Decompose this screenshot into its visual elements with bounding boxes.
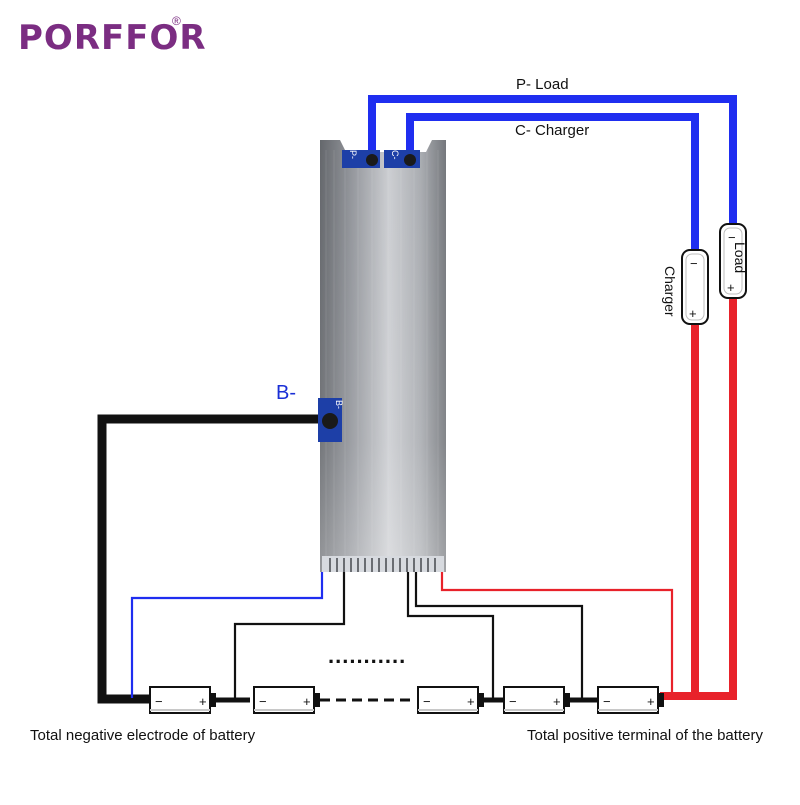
balance-lead-4 [414, 572, 584, 698]
balance-lead-last [440, 572, 674, 698]
cell-5-minus: − [603, 694, 611, 709]
cell-4-plus: + [553, 694, 561, 709]
load-device [719, 223, 747, 299]
load-label: Load [732, 242, 748, 274]
c-minus-charger-label: C- Charger [515, 122, 590, 139]
total-negative-label: Total negative electrode of battery [30, 727, 256, 744]
brand-logo: PORFFOR [18, 18, 207, 58]
charger-device [681, 249, 709, 325]
battery-cell [503, 686, 570, 714]
cell-1-minus: − [155, 694, 163, 709]
p-minus-wire [368, 95, 737, 226]
registered-mark: ® [172, 14, 181, 28]
battery-cell [149, 686, 216, 714]
bms-board [320, 140, 446, 572]
battery-cell [417, 686, 484, 714]
load-plus-sign: + [727, 280, 735, 295]
more-cells-ellipsis: ........... [328, 643, 407, 668]
cell-2-minus: − [259, 694, 267, 709]
c-pad-text: C- [390, 150, 400, 160]
charger-plus-sign: + [689, 306, 697, 321]
cell-3-minus: − [423, 694, 431, 709]
b-pad-text: B- [334, 400, 344, 409]
cell-3-plus: + [467, 694, 475, 709]
battery-cell [253, 686, 320, 714]
charger-label: Charger [662, 266, 678, 317]
b-minus-pad [318, 398, 342, 442]
charger-minus-sign: − [690, 256, 698, 271]
load-minus-sign: − [728, 230, 736, 245]
balance-lead-first [130, 572, 324, 698]
total-positive-label: Total positive terminal of the battery [527, 727, 763, 744]
p-pad-text: P- [348, 150, 358, 159]
p-minus-load-label: P- Load [516, 76, 569, 93]
battery-cell [597, 686, 664, 714]
c-minus-wire [406, 113, 699, 252]
b-minus-label: B- [276, 382, 296, 404]
c-minus-pad [384, 150, 420, 168]
cell-1-plus: + [199, 694, 207, 709]
cell-4-minus: − [509, 694, 517, 709]
cell-5-plus: + [647, 694, 655, 709]
balance-lead-3 [406, 572, 495, 698]
cell-2-plus: + [303, 694, 311, 709]
balance-lead-2 [233, 572, 346, 698]
b-minus-wire [97, 414, 330, 704]
p-minus-pad [342, 150, 380, 168]
